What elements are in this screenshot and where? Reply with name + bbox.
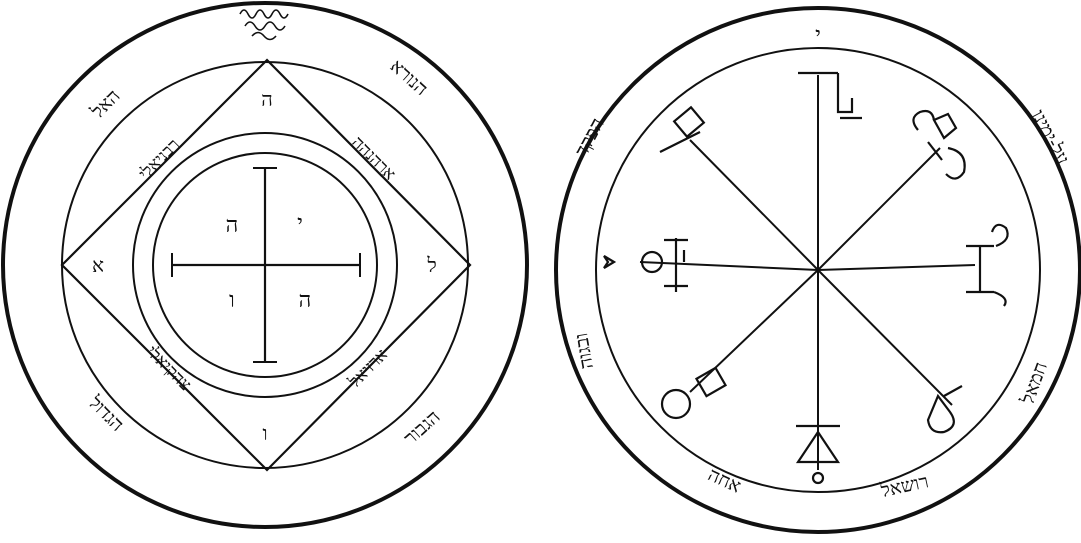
right-spoke-right [818,265,975,270]
left-outer-text-upper-right: הנורא [386,55,432,100]
right-rim-text-upper-right: על-ימינו [1027,106,1074,168]
right-spoke-lower-left [690,270,818,392]
left-center-letter-bottom-left: ו [229,288,235,313]
left-inner-text-upper-right: ארהנהה [348,133,400,185]
right-spoke-upper-right [818,148,940,270]
left-diamond-letter-top: ה [261,87,273,111]
right-symbol-upper-left [660,107,704,152]
right-rim-text-bottom-right: רושאל [878,470,930,502]
right-symbol-left [604,238,688,292]
left-top-ornament [240,10,288,40]
right-pentacle: י על-ימינו הפקד ובגוה חמאל אחה רושאל [556,8,1080,532]
left-center-letter-top-left: ה [226,213,239,238]
left-diamond-letter-left: א [92,253,104,277]
left-inner-text-upper-left: רבניאלי [135,135,184,184]
left-inner-text-lower-left: צהקיאלי [142,342,195,395]
right-spoke-upper-left [690,140,818,270]
left-outer-text-lower-right: הגבור [400,406,445,449]
left-outer-text-upper-left: האל [86,85,124,123]
right-rim-text-bottom-left: אחה [705,463,745,497]
right-symbol-upper-right [913,111,964,179]
left-pentacle: י ה ה ו ה א ל ו ארהנהה רבניאלי צהקיאלי א… [3,3,527,527]
right-spoke-lower-right [818,270,952,405]
left-inner-text-lower-right: ארזיאל [344,345,391,392]
right-symbol-lower-left [662,368,726,418]
right-top-letter: י [815,23,821,48]
left-center-letter-bottom-right: ה [299,288,312,313]
right-spoke-left [640,262,818,270]
left-diamond-letter-bottom: ו [262,421,267,445]
left-center-letter-top-right: י [297,211,303,236]
left-diamond-letter-right: ל [426,253,436,277]
right-symbol-lower-right [928,386,962,432]
left-outer-text-lower-left: הגדול [84,391,129,436]
right-symbol-top [798,73,862,118]
